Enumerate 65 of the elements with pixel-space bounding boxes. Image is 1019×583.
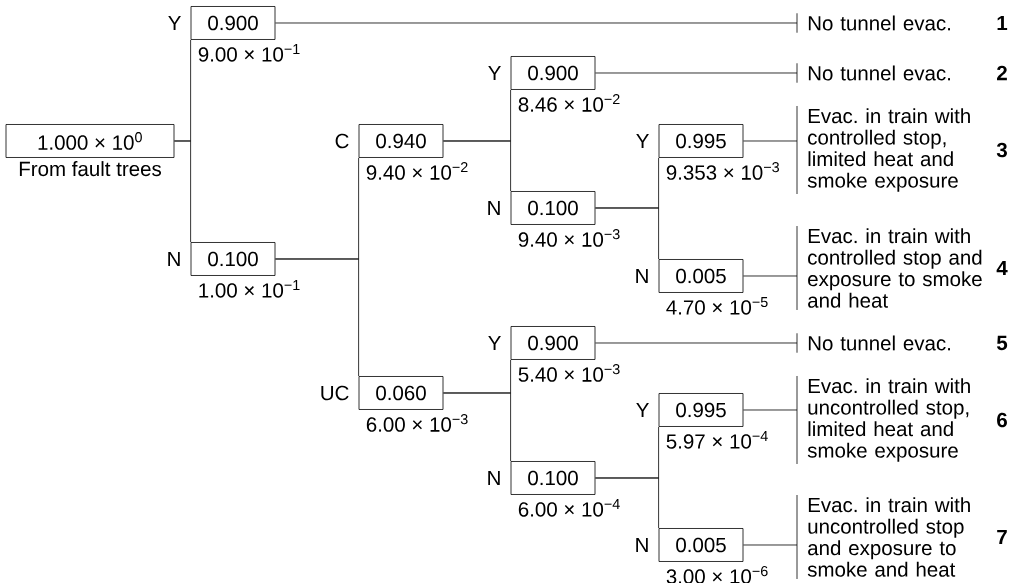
- source-label: From fault trees: [19, 161, 161, 177]
- probability-box: 0.900: [190, 6, 276, 40]
- frequency-label: 9.353 × 10$^{−3}$: [666, 162, 779, 180]
- branch-line: [443, 140, 511, 192]
- outcome-text: No tunnel evac.: [808, 335, 950, 351]
- probability-box: 0.100: [190, 242, 276, 276]
- branch-label: N: [168, 251, 180, 267]
- branch-label: Y: [488, 65, 501, 81]
- outcome-text: Evac. in train with controlled stop and exposure to smoke and heat: [808, 228, 982, 308]
- branch-label: Y: [636, 402, 649, 418]
- branch-line: [443, 392, 511, 462]
- probability-box: 0.060: [358, 376, 444, 410]
- frequency-label: 8.46 × 10$^{−2}$: [518, 94, 620, 112]
- probability-box: 0.100: [510, 461, 596, 495]
- probability-box: 0.100: [510, 191, 596, 225]
- probability-box: 0.900: [510, 56, 596, 90]
- branch-line: [595, 207, 659, 260]
- frequency-label: 9.00 × 10$^{−1}$: [198, 44, 300, 62]
- probability-box: 0.900: [510, 326, 596, 360]
- frequency-label: 6.00 × 10$^{−3}$: [366, 414, 468, 432]
- branch-line: [595, 342, 798, 344]
- branch-label: N: [636, 268, 648, 284]
- probability-box: 0.005: [658, 259, 744, 293]
- branch-line: [743, 140, 798, 142]
- frequency-label: 5.40 × 10$^{−3}$: [518, 364, 620, 382]
- branch-line: [595, 72, 798, 74]
- branch-line: [743, 544, 798, 546]
- branch-label: N: [636, 537, 648, 553]
- branch-line: [743, 275, 798, 277]
- branch-label: UC: [321, 385, 349, 401]
- outcome-text: No tunnel evac.: [808, 15, 950, 31]
- frequency-label: 6.00 × 10$^{−4}$: [518, 499, 620, 517]
- branch-label: Y: [488, 335, 501, 351]
- branch-label: C: [335, 133, 349, 149]
- frequency-label: 3.00 × 10$^{−6}$: [666, 566, 768, 583]
- probability-box: 1.000 × 10$^{0}$: [5, 124, 175, 158]
- branch-label: N: [488, 200, 500, 216]
- branch-label: Y: [636, 133, 649, 149]
- outcome-text: No tunnel evac.: [808, 65, 950, 81]
- outcome-number: 7: [997, 529, 1007, 545]
- frequency-label: 1.00 × 10$^{−1}$: [199, 280, 300, 298]
- frequency-label: 9.40 × 10$^{−2}$: [366, 162, 468, 180]
- frequency-label: 5.97 × 10$^{−4}$: [666, 431, 768, 449]
- probability-box: 0.995: [658, 124, 744, 158]
- outcome-text: Evac. in train with uncontrolled stop, limited heat and smoke exposure: [807, 378, 970, 462]
- branch-line: [174, 140, 191, 243]
- outcome-number: 3: [996, 142, 1007, 158]
- probability-box: 0.940: [358, 124, 444, 158]
- branch-line: [275, 258, 359, 377]
- outcome-number: 6: [997, 412, 1007, 428]
- outcome-text: Evac. in train with uncontrolled stop and exposure to smoke and heat: [807, 497, 970, 577]
- branch-line: [595, 477, 659, 529]
- frequency-label: 4.70 × 10$^{−5}$: [666, 297, 768, 315]
- outcome-number: 5: [996, 335, 1008, 351]
- outcome-number: 2: [997, 65, 1007, 81]
- branch-label: N: [488, 470, 500, 486]
- branch-line: [275, 22, 798, 24]
- probability-box: 0.005: [658, 528, 744, 562]
- outcome-text: Evac. in train with controlled stop, limited heat and smoke exposure: [807, 108, 970, 192]
- probability-box: 0.995: [658, 393, 744, 427]
- frequency-label: 9.40 × 10$^{−3}$: [518, 229, 620, 247]
- branch-line: [743, 409, 798, 411]
- branch-label: Y: [168, 15, 181, 31]
- outcome-number: 4: [996, 260, 1008, 276]
- outcome-number: 1: [997, 15, 1008, 31]
